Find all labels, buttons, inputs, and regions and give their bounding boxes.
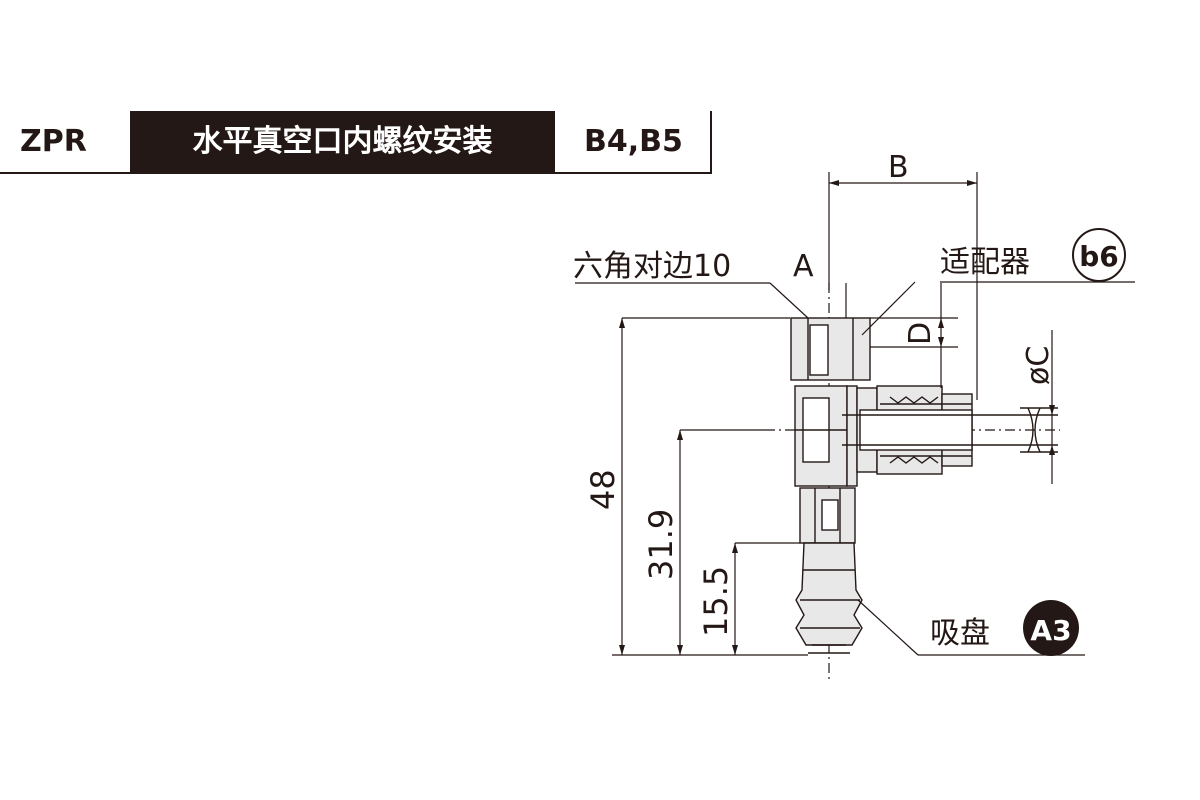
mid-height-label: 31.9 [642, 509, 680, 580]
adapter-label: 适配器 [940, 245, 1030, 280]
hex-across-flats-label: 六角对边10 [573, 249, 731, 284]
tube [842, 407, 1058, 453]
hex-nut [790, 317, 871, 381]
header-end-line [710, 111, 712, 174]
model-code: ZPR [20, 124, 87, 159]
pad-badge-circle [1023, 600, 1079, 656]
header-bar: ZPR 水平真空口内螺纹安装 B4,B5 [0, 111, 712, 174]
tee-body [794, 385, 858, 487]
header-underline [0, 172, 712, 174]
dimension-arrows [619, 180, 1055, 655]
pad-badge: A3 [1030, 614, 1071, 647]
mounting-title: 水平真空口内螺纹安装 [130, 111, 555, 173]
low-height-label: 15.5 [697, 566, 735, 637]
dimension-a-label: A [793, 249, 814, 284]
suction-pad-label: 吸盘 [930, 616, 990, 651]
dimension-b-label: B [888, 150, 909, 185]
lower-connector [799, 487, 856, 544]
side-fitting [856, 385, 973, 475]
adapter-badge-circle [1072, 228, 1126, 282]
dimension-c-label: øC [1021, 346, 1056, 385]
total-height-label: 48 [584, 469, 622, 510]
variant-code: B4,B5 [584, 124, 683, 159]
dimension-d-label: D [903, 322, 938, 345]
adapter-badge: b6 [1079, 240, 1119, 273]
suction-pad [795, 542, 863, 654]
